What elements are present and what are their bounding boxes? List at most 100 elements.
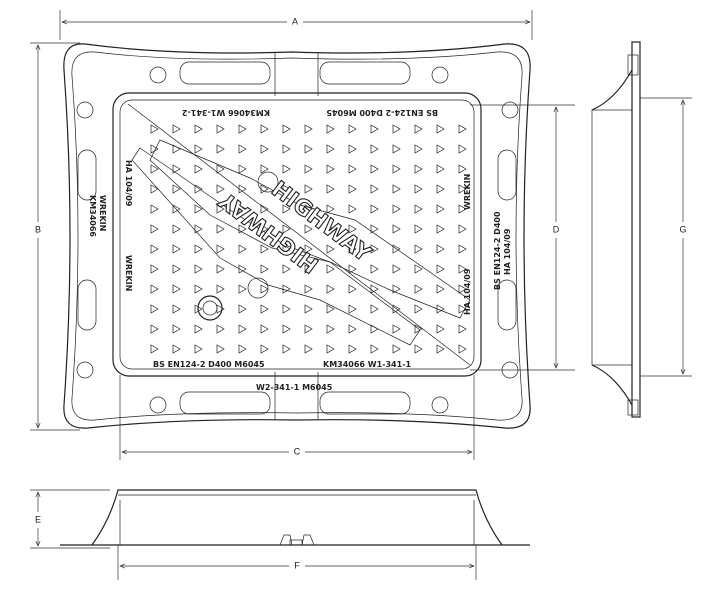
triangle-mark <box>150 324 159 334</box>
triangle-mark <box>172 304 181 314</box>
triangle-mark <box>282 224 291 234</box>
triangle-mark <box>348 264 357 274</box>
frame-slot <box>179 391 271 415</box>
triangle-mark <box>370 344 379 354</box>
triangle-mark <box>260 244 269 254</box>
triangle-mark <box>238 324 247 334</box>
triangle-mark <box>370 324 379 334</box>
triangle-mark <box>150 144 159 154</box>
triangle-mark <box>150 264 159 274</box>
triangle-mark <box>414 184 423 194</box>
triangle-mark <box>282 304 291 314</box>
side-elevation-view <box>591 41 641 418</box>
triangle-mark <box>282 324 291 334</box>
dimension-a: A <box>59 10 533 40</box>
triangle-mark <box>304 304 313 314</box>
triangle-mark <box>370 144 379 154</box>
triangle-mark <box>282 184 291 194</box>
triangle-mark <box>216 224 225 234</box>
triangle-mark <box>458 124 467 134</box>
frame-slot <box>497 149 517 201</box>
triangle-mark <box>172 184 181 194</box>
triangle-mark <box>348 124 357 134</box>
triangle-mark <box>392 224 401 234</box>
triangle-mark <box>326 284 335 294</box>
triangle-mark <box>282 244 291 254</box>
triangle-mark <box>326 124 335 134</box>
triangle-mark <box>370 124 379 134</box>
triangle-mark <box>260 124 269 134</box>
triangle-mark <box>370 244 379 254</box>
triangle-mark <box>436 264 445 274</box>
triangle-mark <box>194 224 203 234</box>
frame-slot <box>179 61 271 85</box>
triangle-mark <box>260 304 269 314</box>
triangle-mark <box>414 144 423 154</box>
triangle-mark <box>304 244 313 254</box>
triangle-mark <box>326 264 335 274</box>
frame-bolt-hole <box>76 101 94 119</box>
triangle-mark <box>392 144 401 154</box>
triangle-mark <box>304 204 313 214</box>
triangle-mark <box>304 144 313 154</box>
triangle-mark <box>150 244 159 254</box>
triangle-mark <box>392 284 401 294</box>
frame-bolt-hole <box>149 396 167 414</box>
triangle-mark <box>414 124 423 134</box>
triangle-mark <box>194 184 203 194</box>
triangle-mark <box>282 204 291 214</box>
frame-bolt-hole <box>501 101 519 119</box>
triangle-mark <box>436 224 445 234</box>
triangle-mark <box>436 164 445 174</box>
triangle-mark <box>238 184 247 194</box>
frame-slot <box>319 391 411 415</box>
anti-slip-pattern <box>150 124 467 354</box>
triangle-mark <box>436 184 445 194</box>
triangle-mark <box>260 284 269 294</box>
triangle-mark <box>348 144 357 154</box>
triangle-mark <box>326 204 335 214</box>
triangle-mark <box>370 164 379 174</box>
triangle-mark <box>172 324 181 334</box>
brand-frame-left: WREKIN <box>98 195 107 231</box>
triangle-mark <box>436 124 445 134</box>
triangle-mark <box>194 324 203 334</box>
dimension-e-label: E <box>35 514 41 524</box>
triangle-mark <box>370 204 379 214</box>
triangle-mark <box>370 304 379 314</box>
dimension-d: D <box>470 104 575 371</box>
triangle-mark <box>392 184 401 194</box>
dimension-d-label: D <box>553 224 560 234</box>
triangle-mark <box>238 164 247 174</box>
triangle-mark <box>282 164 291 174</box>
triangle-mark <box>238 344 247 354</box>
frame-bolt-hole <box>431 66 449 84</box>
triangle-mark <box>194 164 203 174</box>
triangle-mark <box>238 264 247 274</box>
triangle-mark <box>216 184 225 194</box>
triangle-mark <box>436 304 445 314</box>
triangle-mark <box>172 204 181 214</box>
triangle-mark <box>282 144 291 154</box>
triangle-mark <box>194 244 203 254</box>
triangle-mark <box>216 144 225 154</box>
marking-bottom-right: KM34066 W1-341-1 <box>323 360 412 369</box>
triangle-mark <box>238 304 247 314</box>
triangle-mark <box>216 344 225 354</box>
triangle-mark <box>326 224 335 234</box>
triangle-mark <box>216 124 225 134</box>
triangle-mark <box>458 344 467 354</box>
triangle-mark <box>436 244 445 254</box>
triangle-mark <box>436 284 445 294</box>
triangle-mark <box>282 284 291 294</box>
frame-slot <box>77 279 97 331</box>
dimension-e: E <box>30 489 110 549</box>
triangle-mark <box>414 204 423 214</box>
triangle-mark <box>238 244 247 254</box>
triangle-mark <box>172 124 181 134</box>
triangle-mark <box>326 304 335 314</box>
triangle-mark <box>304 284 313 294</box>
triangle-mark <box>458 224 467 234</box>
triangle-mark <box>216 244 225 254</box>
